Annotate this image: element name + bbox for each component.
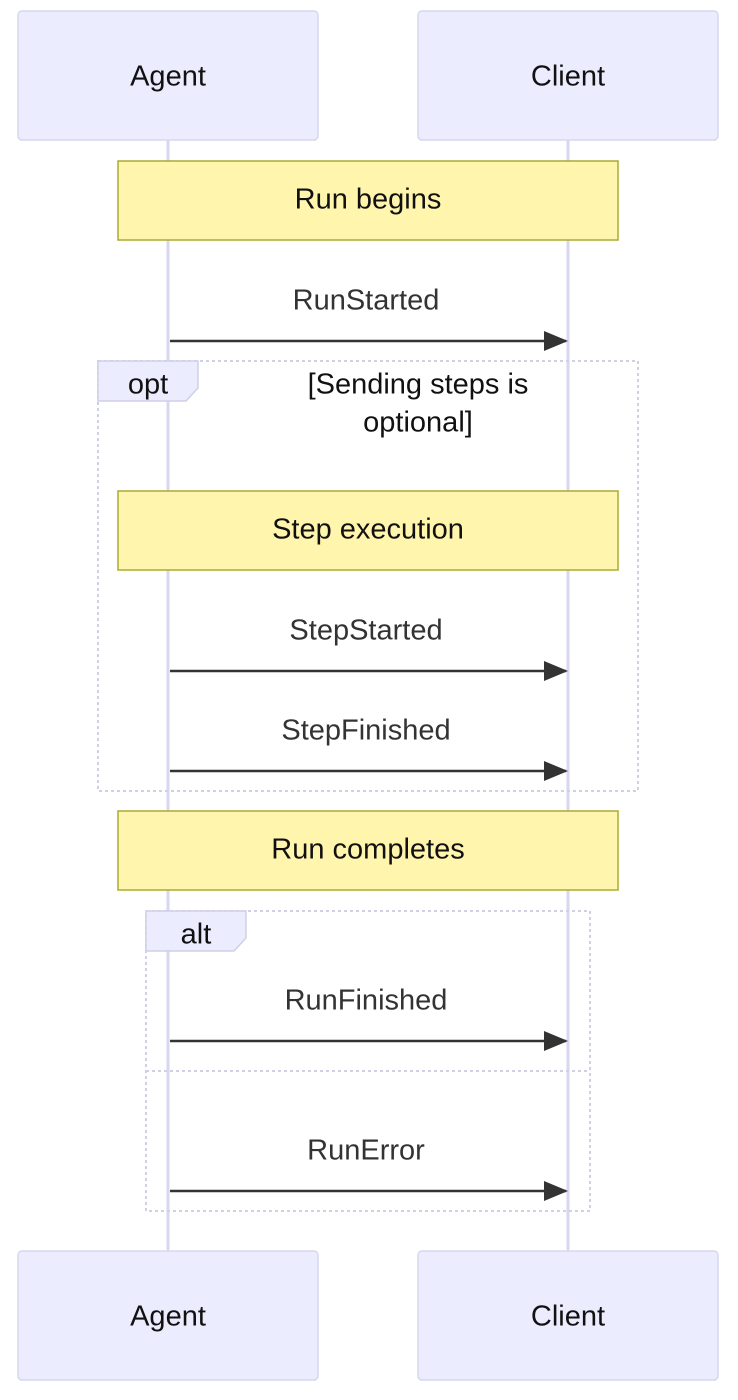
note-run-completes: Run completes — [117, 810, 619, 891]
actor-label: Agent — [130, 61, 206, 93]
note-run-begins: Run begins — [117, 160, 619, 241]
fragment-opt: opt [Sending steps is optional] — [97, 360, 639, 792]
fragment-frame — [97, 360, 639, 792]
fragment-tab — [97, 360, 199, 402]
message-label: StepFinished — [281, 715, 450, 747]
message-label: RunFinished — [285, 985, 448, 1017]
actor-label: Agent — [130, 1301, 206, 1333]
note-label: Run begins — [295, 184, 442, 216]
message-label: RunError — [307, 1135, 425, 1167]
note-step-execution: Step execution — [117, 490, 619, 571]
fragment-frame — [145, 910, 591, 1212]
note-label: Step execution — [272, 514, 464, 546]
actor-label: Client — [531, 1301, 605, 1333]
message-run-finished: RunFinished — [170, 985, 568, 1051]
actor-label: Client — [531, 61, 605, 93]
note-label: Run completes — [271, 834, 464, 866]
message-step-started: StepStarted — [170, 615, 568, 681]
fragment-condition: [Sending steps is — [308, 369, 529, 401]
fragment-label: opt — [128, 369, 168, 401]
fragment-tab — [145, 910, 247, 952]
message-label: StepStarted — [289, 615, 442, 647]
message-run-started: RunStarted — [170, 285, 568, 351]
actor-client-bottom: Client — [417, 1250, 719, 1381]
message-label: RunStarted — [293, 285, 440, 317]
fragment-condition: optional] — [363, 407, 473, 439]
actor-client-top: Client — [417, 10, 719, 141]
actor-agent-bottom: Agent — [17, 1250, 319, 1381]
message-step-finished: StepFinished — [170, 715, 568, 781]
actor-agent-top: Agent — [17, 10, 319, 141]
fragment-alt: alt — [145, 910, 591, 1212]
fragment-label: alt — [181, 919, 212, 951]
message-run-error: RunError — [170, 1135, 568, 1201]
